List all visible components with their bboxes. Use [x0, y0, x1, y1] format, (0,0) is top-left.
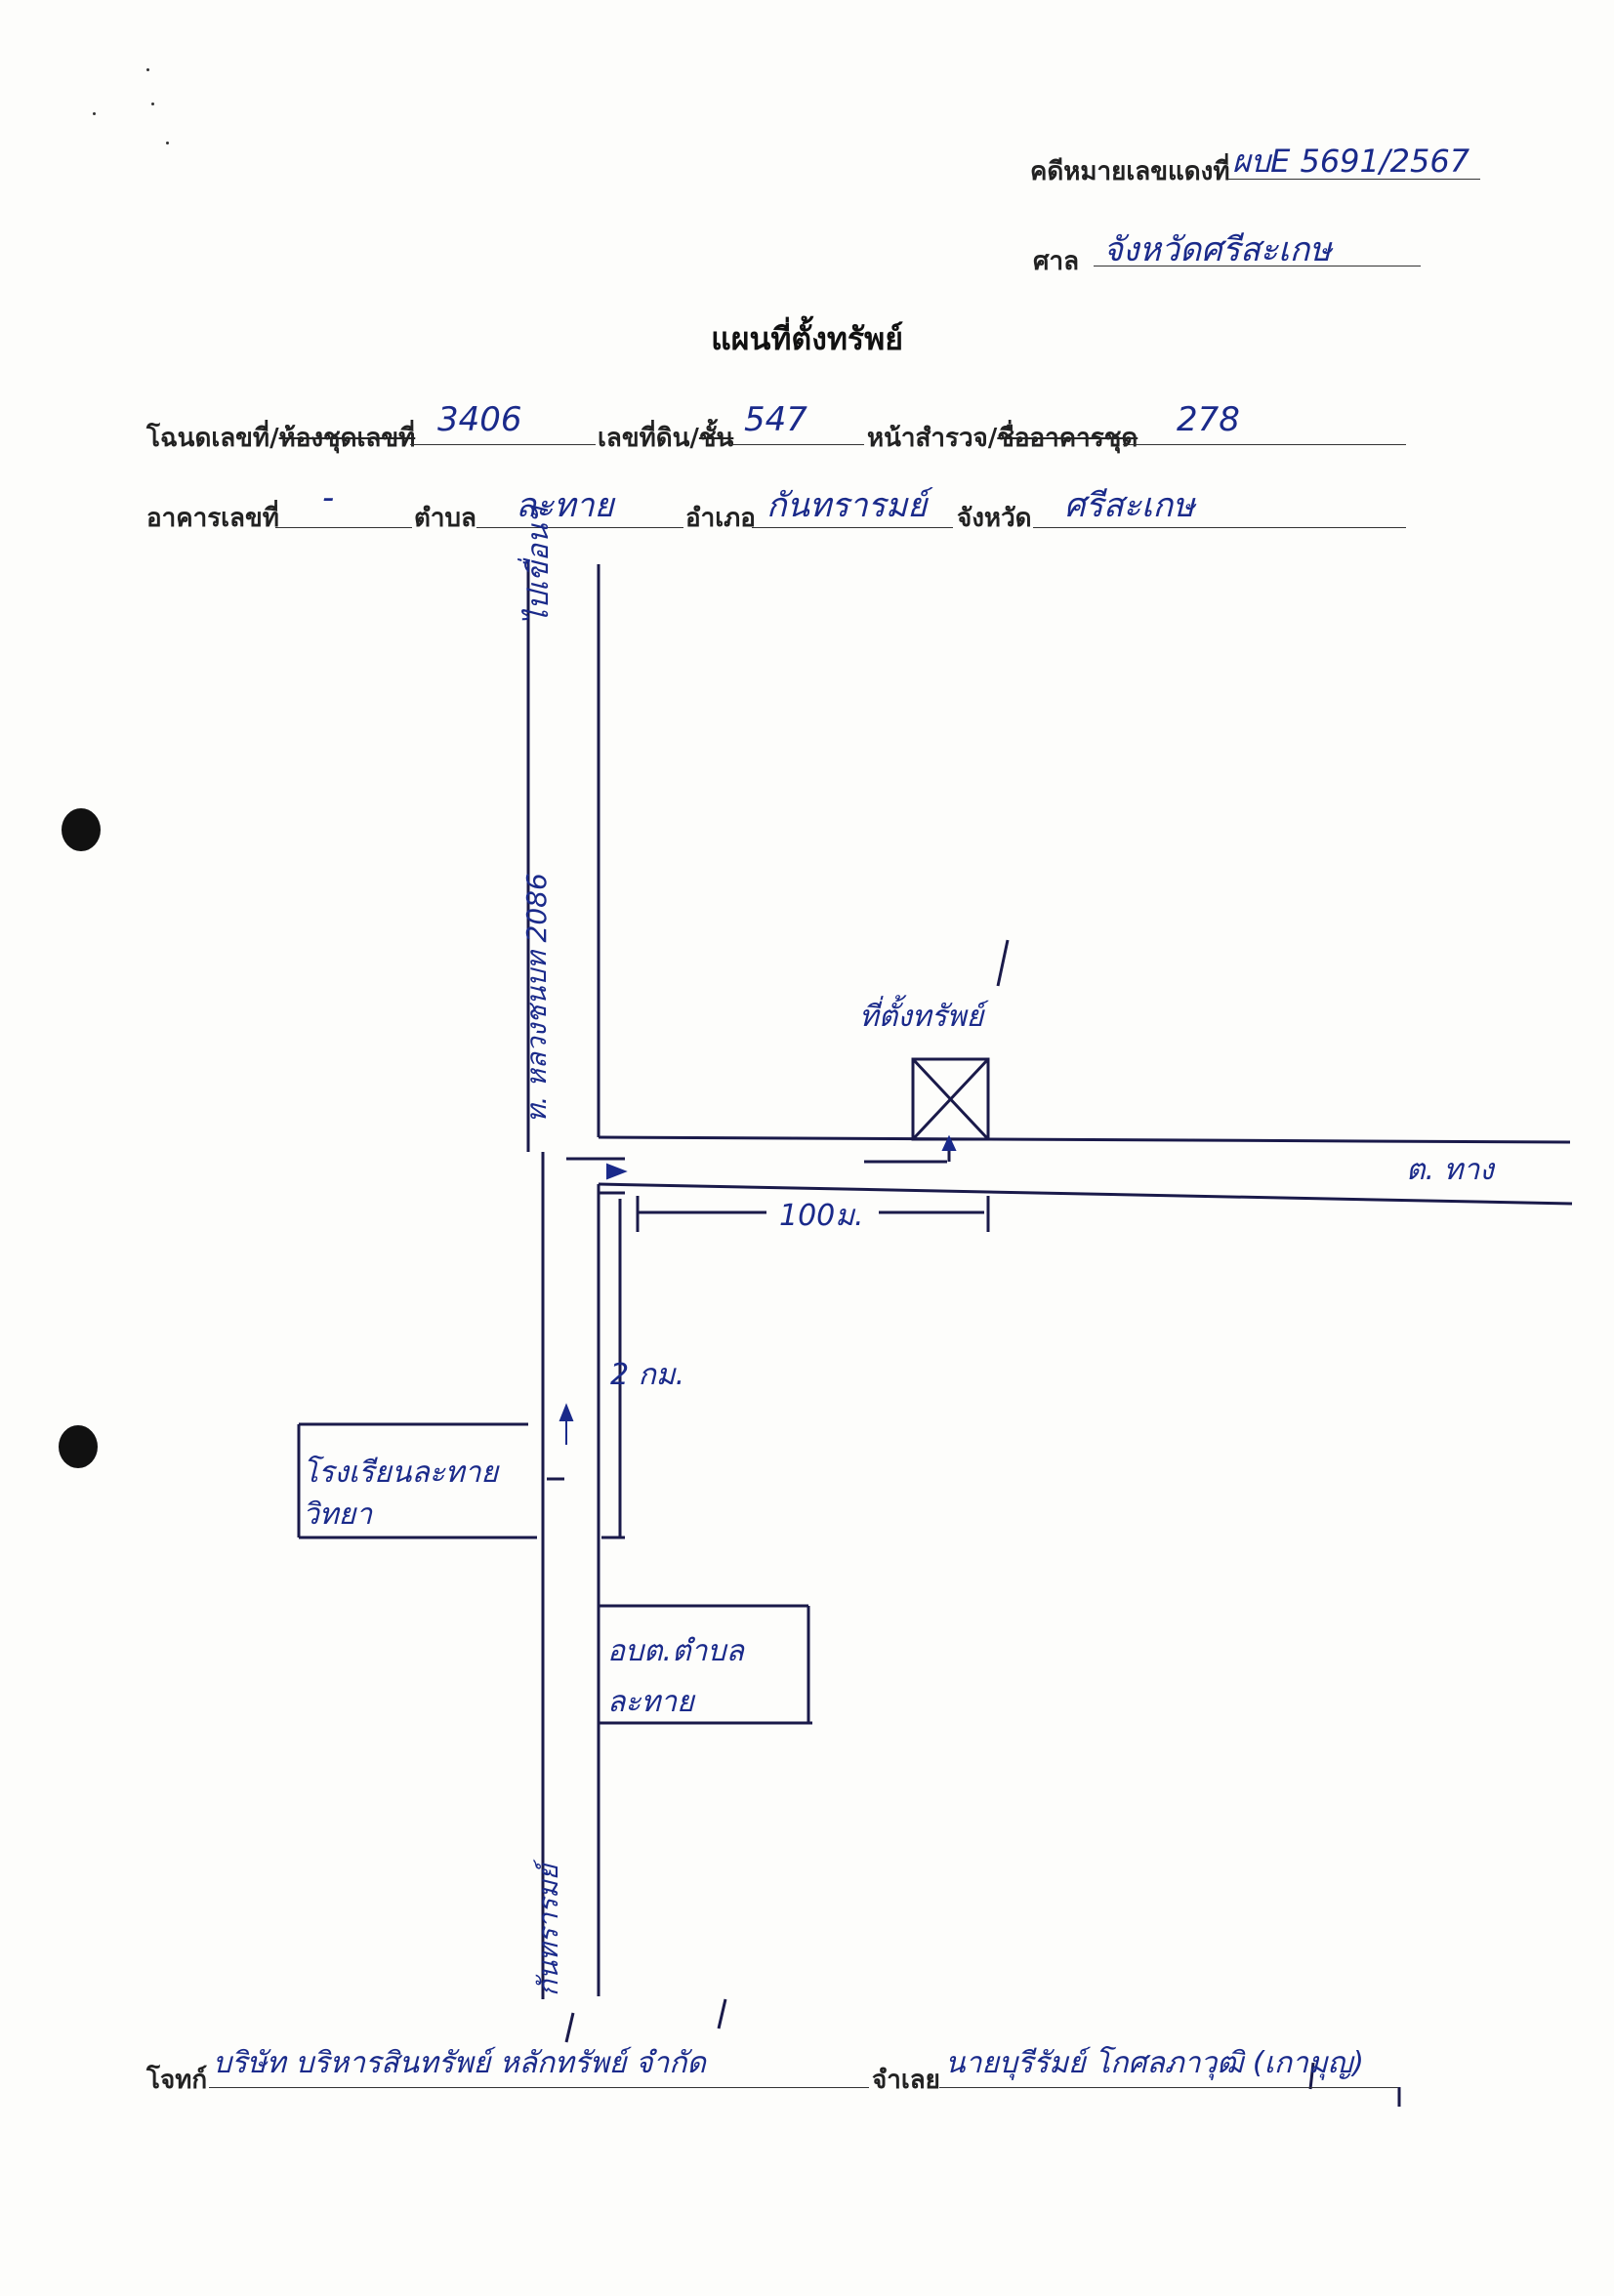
- defendant-underline: [939, 2087, 1398, 2088]
- subdistrict-label: ตำบล: [414, 504, 476, 533]
- court-label: ศาล: [1033, 247, 1080, 276]
- survey-page-value: 278: [1177, 400, 1240, 439]
- direction-arrow-icon: [559, 1403, 574, 1421]
- side-road-label: ต. ทาง: [1406, 1153, 1494, 1187]
- side-road-top-edge: [598, 1135, 1571, 1144]
- binder-hole: [59, 1425, 98, 1468]
- side-road-bottom-edge: [598, 1182, 1573, 1206]
- court-name-value: จังหวัดศรีสะเกษ: [1103, 230, 1332, 269]
- land-number-label: เลขที่ดิน/ชั้น: [598, 424, 734, 453]
- property-location-label: ที่ตั้งทรัพย์: [859, 1000, 984, 1034]
- plaintiff-underline: [209, 2087, 869, 2088]
- province-underline: [1033, 527, 1406, 528]
- district-label: อำเภอ: [685, 504, 756, 533]
- road-bottom-label: กันทรารมย์: [532, 1864, 564, 1996]
- deed-label: โฉนดเลขที่/ห้องชุดเลขที่: [146, 424, 416, 453]
- office-label-line2: ละทาย: [607, 1685, 694, 1719]
- building-number-value: -: [322, 478, 335, 517]
- defendant-label: จำเลย: [872, 2066, 940, 2095]
- province-value: ศรีสะเกษ: [1064, 486, 1195, 525]
- case-number-value: ผบE 5691/2567: [1232, 143, 1470, 180]
- distance-2km-label: 2 กม.: [610, 1358, 685, 1392]
- school-label-line1: โรงเรียนละทาย: [303, 1456, 499, 1490]
- building-number-label: อาคารเลขที่: [146, 504, 279, 533]
- paper-speck: [93, 112, 96, 115]
- deed-number-value: 3406: [437, 400, 522, 439]
- subdistrict-underline: [476, 527, 683, 528]
- case-number-label: คดีหมายเลขแดงที่: [1030, 157, 1230, 186]
- deed-underline: [410, 444, 596, 445]
- page-title: แผนที่ตั้งทรัพย์: [711, 320, 903, 357]
- survey-page-label: หน้าสำรวจ/ชื่ออาคารชุด: [867, 424, 1138, 453]
- district-value: กันทรารมย์: [766, 486, 928, 525]
- pointer-arrow-icon: [941, 1134, 957, 1151]
- paper-speck: [146, 68, 149, 71]
- district-underline: [752, 527, 953, 528]
- building-underline: [275, 527, 412, 528]
- distance-100m-label: 100ม.: [779, 1199, 864, 1233]
- highway-label: ท. หลวงชนบท 2086: [520, 873, 553, 1123]
- road-top-label: ไปเขื่อนฯ: [521, 507, 556, 625]
- binder-hole: [62, 808, 101, 851]
- case-number-underline: [1228, 179, 1480, 180]
- defendant-value: นายบุรีรัมย์ โกศลภาวุฒิ (เกามุญ): [945, 2046, 1364, 2080]
- paper-speck: [151, 102, 154, 105]
- office-label-line1: อบต.ตำบล: [607, 1634, 744, 1668]
- turn-arrow-icon: [606, 1163, 628, 1180]
- plaintiff-label: โจทก์: [146, 2066, 208, 2095]
- property-cross-2: [911, 1057, 990, 1141]
- survey-underline: [1123, 444, 1406, 445]
- paper-speck: [166, 142, 169, 144]
- province-label: จังหวัด: [957, 504, 1032, 533]
- land-underline: [729, 444, 864, 445]
- school-label-line2: วิทยา: [303, 1497, 373, 1532]
- plaintiff-value: บริษัท บริหารสินทรัพย์ หลักทรัพย์ จำกัด: [213, 2046, 706, 2080]
- subdistrict-value: ละทาย: [516, 486, 614, 525]
- land-number-value: 547: [744, 400, 807, 439]
